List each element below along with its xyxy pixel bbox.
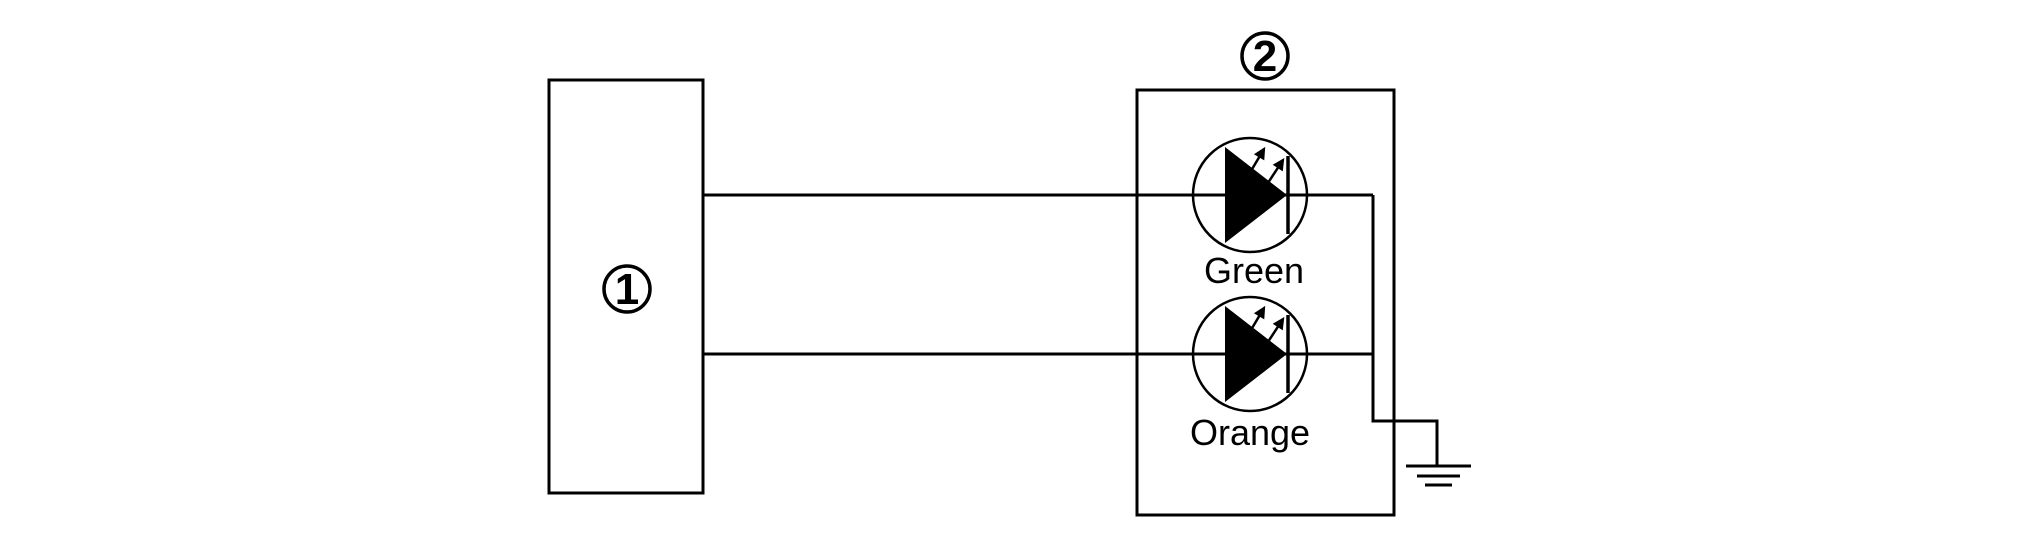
component-2-callout: 2 (1240, 31, 1290, 81)
ground-return-wire (1371, 195, 1439, 466)
component-1-callout: 1 (602, 264, 652, 314)
component-2-box (1135, 88, 1396, 517)
orange-led-emission-arrow-2 (1260, 316, 1285, 352)
orange-led-icon (1191, 295, 1309, 413)
component-2-label: 2 (1253, 32, 1277, 81)
circled-number-2-icon (1240, 31, 1290, 81)
orange-led-label: Orange (1190, 412, 1310, 453)
orange-led-emission-arrow-1 (1243, 305, 1266, 341)
green-led-emission-arrow-2 (1260, 157, 1285, 193)
orange-led-outline (1191, 295, 1309, 413)
green-led-anode-triangle (1225, 147, 1287, 243)
green-led-label: Green (1204, 250, 1304, 291)
green-led-emission-arrow-1 (1243, 146, 1266, 182)
ground-icon (1406, 464, 1471, 487)
green-led-icon (1191, 136, 1309, 254)
orange-led-anode-triangle (1225, 306, 1287, 402)
component-1-label: 1 (615, 265, 639, 314)
component-1-box (547, 78, 705, 495)
circled-number-1-icon (602, 264, 652, 314)
green-led-outline (1191, 136, 1309, 254)
